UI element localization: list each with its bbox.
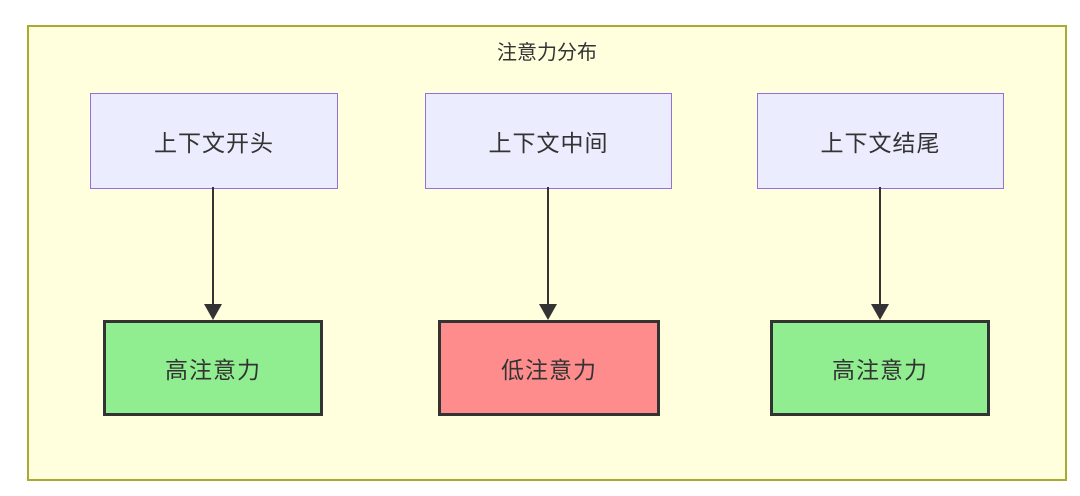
- arrowhead-down-icon: [871, 304, 889, 320]
- arrow-middle-to-low: [539, 187, 557, 320]
- diagram-title: 注意力分布: [497, 42, 597, 64]
- node-context-start: 上下文开头: [90, 93, 338, 189]
- arrow-shaft: [212, 187, 214, 304]
- arrow-shaft: [879, 187, 881, 304]
- node-context-end: 上下文结尾: [757, 93, 1004, 189]
- arrowhead-down-icon: [204, 304, 222, 320]
- node-low-attention-middle: 低注意力: [438, 320, 660, 416]
- arrowhead-down-icon: [539, 304, 557, 320]
- arrow-shaft: [547, 187, 549, 304]
- attention-cluster-frame: 注意力分布 上下文开头 高注意力 上下文中间 低注意力 上下文结尾 高注意力: [27, 25, 1067, 481]
- node-high-attention-left: 高注意力: [103, 320, 323, 416]
- node-context-middle: 上下文中间: [425, 93, 672, 189]
- arrow-start-to-high: [204, 187, 222, 320]
- arrow-end-to-high: [871, 187, 889, 320]
- node-high-attention-right: 高注意力: [770, 320, 990, 416]
